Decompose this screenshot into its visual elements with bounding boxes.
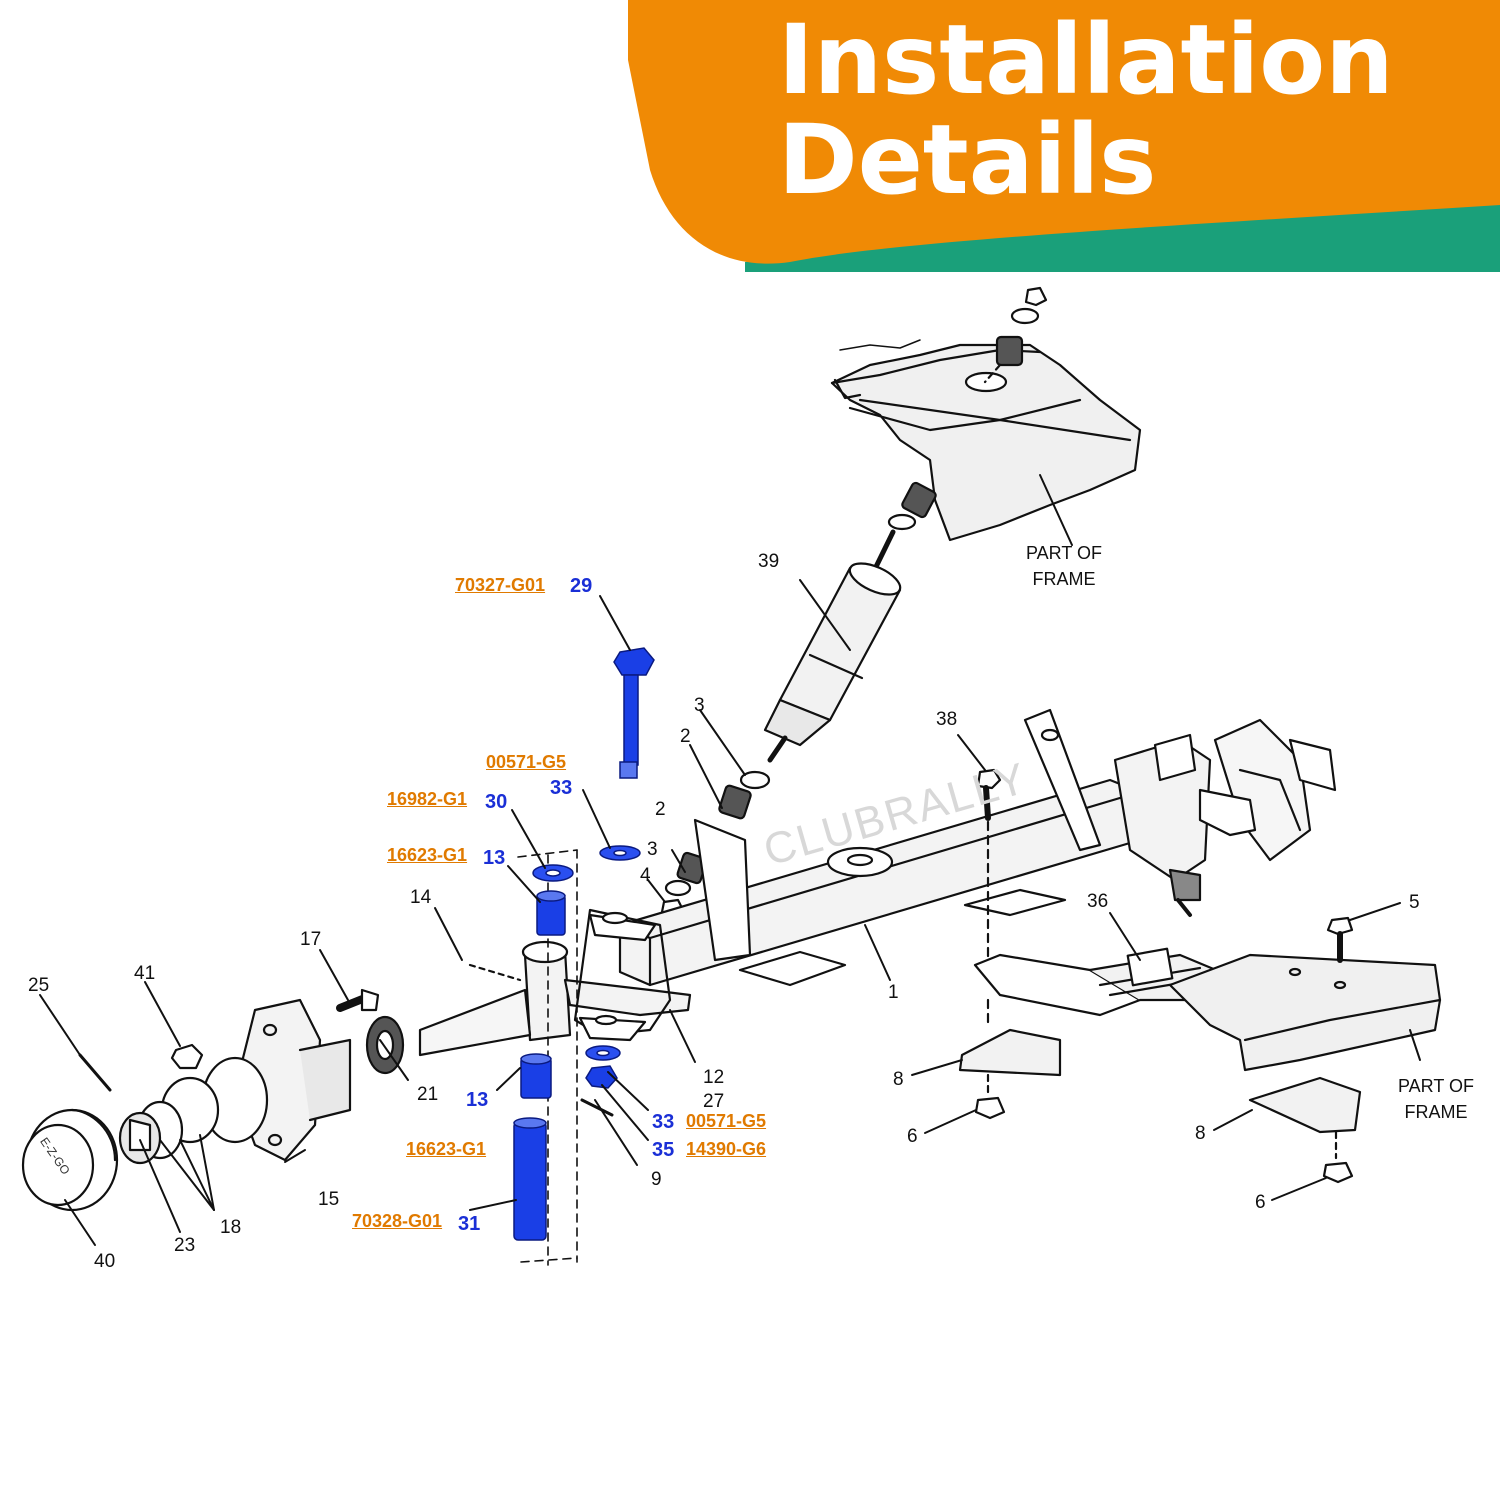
- shock-absorber: [763, 481, 937, 763]
- highlighted-parts: [513, 647, 655, 1241]
- callout-15: 15: [318, 1189, 340, 1210]
- callout-38: 38: [936, 709, 958, 730]
- callout-39: 39: [758, 551, 780, 572]
- callout-6-right: 6: [1255, 1192, 1266, 1213]
- callout-8-right: 8: [1195, 1123, 1206, 1144]
- callout-35: 35: [652, 1139, 675, 1161]
- part-number-16623-bottom: 16623-G1: [406, 1139, 487, 1159]
- bolt-29: [613, 647, 655, 676]
- leader-lines: [39, 474, 1421, 1246]
- callout-21: 21: [417, 1084, 439, 1105]
- callout-2-lower: 2: [655, 799, 666, 820]
- nut-6-right: [1322, 1161, 1354, 1184]
- callout-30: 30: [485, 791, 508, 813]
- callout-17: 17: [300, 929, 322, 950]
- part-number-00571-top: 00571-G5: [486, 752, 567, 772]
- nut-41: [170, 1043, 204, 1070]
- part-number-70327: 70327-G01: [455, 575, 546, 595]
- watermark: CLUBRALLY: [758, 753, 1033, 876]
- callout-33-bottom: 33: [652, 1111, 675, 1133]
- nut-35: [585, 1065, 618, 1089]
- title-line-1: Installation: [778, 4, 1394, 116]
- right-spindle-assembly: [1113, 718, 1337, 917]
- cotter-pin-9: [580, 1098, 614, 1117]
- part-number-14390: 14390-G6: [686, 1139, 767, 1159]
- callout-2-upper: 2: [680, 726, 691, 747]
- callout-1: 1: [888, 982, 899, 1003]
- callout-18: 18: [220, 1217, 242, 1238]
- frame-label-bottom: PART OF FRAME: [1398, 1076, 1475, 1123]
- top-bushing-stack: [983, 286, 1048, 384]
- bottom-frame-section: [1168, 916, 1442, 1072]
- hub-cap-logo: E-Z-GO: [37, 1134, 73, 1178]
- callout-3-lower: 3: [647, 839, 658, 860]
- top-frame-section: [830, 339, 1142, 542]
- callout-14: 14: [410, 887, 432, 908]
- callout-4: 4: [640, 865, 651, 886]
- callout-31: 31: [458, 1213, 481, 1235]
- shock-bracket: [693, 818, 752, 962]
- hub-cap: [21, 1108, 119, 1212]
- header-banner: [628, 0, 1500, 264]
- part-number-16623-top: 16623-G1: [387, 845, 468, 865]
- callout-25: 25: [28, 975, 50, 996]
- upper-washer: [739, 770, 771, 790]
- plate-8-left: [958, 1028, 1062, 1077]
- bolt-38: [976, 768, 1002, 962]
- callout-40: 40: [94, 1251, 116, 1272]
- callout-23: 23: [174, 1235, 196, 1256]
- header-stripe: [745, 200, 1500, 292]
- part-number-16982: 16982-G1: [387, 789, 468, 809]
- callout-33-top: 33: [550, 777, 573, 799]
- callout-41: 41: [134, 963, 156, 984]
- upper-bushing: [718, 784, 752, 820]
- part-number-00571-bottom: 00571-G5: [686, 1111, 767, 1131]
- frame-label-top: PART OF FRAME: [1026, 543, 1103, 590]
- cotter-pin-25: [78, 1053, 112, 1092]
- callout-13-bottom: 13: [466, 1089, 489, 1111]
- callout-27: 27: [703, 1091, 725, 1112]
- callout-6-left: 6: [907, 1126, 918, 1147]
- callout-3-upper: 3: [694, 695, 705, 716]
- wheel-hub: [118, 998, 405, 1165]
- callout-8-left: 8: [893, 1069, 904, 1090]
- callout-29: 29: [570, 575, 593, 597]
- callout-9: 9: [651, 1169, 662, 1190]
- callout-12: 12: [703, 1067, 725, 1088]
- bolt-17: [336, 994, 369, 1012]
- callout-5: 5: [1409, 892, 1420, 913]
- plate-8-right: [1248, 1076, 1362, 1134]
- lower-washer: [664, 879, 692, 897]
- callout-36: 36: [1087, 891, 1109, 912]
- title-line-2: Details: [778, 104, 1157, 216]
- callout-13-top: 13: [483, 847, 506, 869]
- part-number-70328: 70328-G01: [352, 1211, 443, 1231]
- page-title: Installation Details: [778, 10, 1394, 210]
